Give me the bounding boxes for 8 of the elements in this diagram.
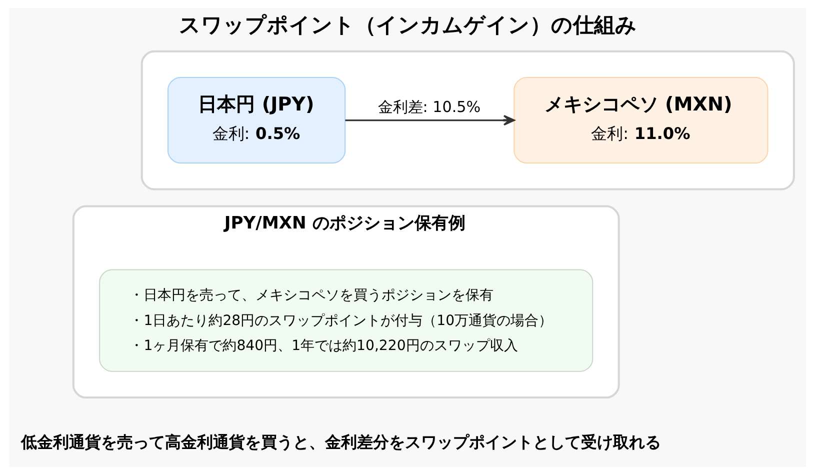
cluster	[140, 50, 794, 190]
arrow	[344, 114, 514, 126]
caption: 低金利通貨を売って高金利通貨を買うと、金利差分をスワップポイントとして受け取れる	[20, 432, 661, 452]
diagram-title: スワップポイント（インカムゲイン）の仕組み	[178, 12, 637, 38]
node-box: 日本円 (JPY) 金利: 0.5%	[167, 77, 346, 164]
node-box: ・日本円を売って、メキシコペソを買うポジションを保有 ・1日あたり約28円のスワップポイントが付与（10万通貨の場合） ・1ヶ月保有で約840円、1年では約10,220円のスワップ収入	[98, 269, 593, 372]
node-box: メキシコペソ (MXN) 金利: 11.0%	[513, 77, 768, 164]
edge-label: 金利差: 10.5%	[377, 98, 480, 116]
